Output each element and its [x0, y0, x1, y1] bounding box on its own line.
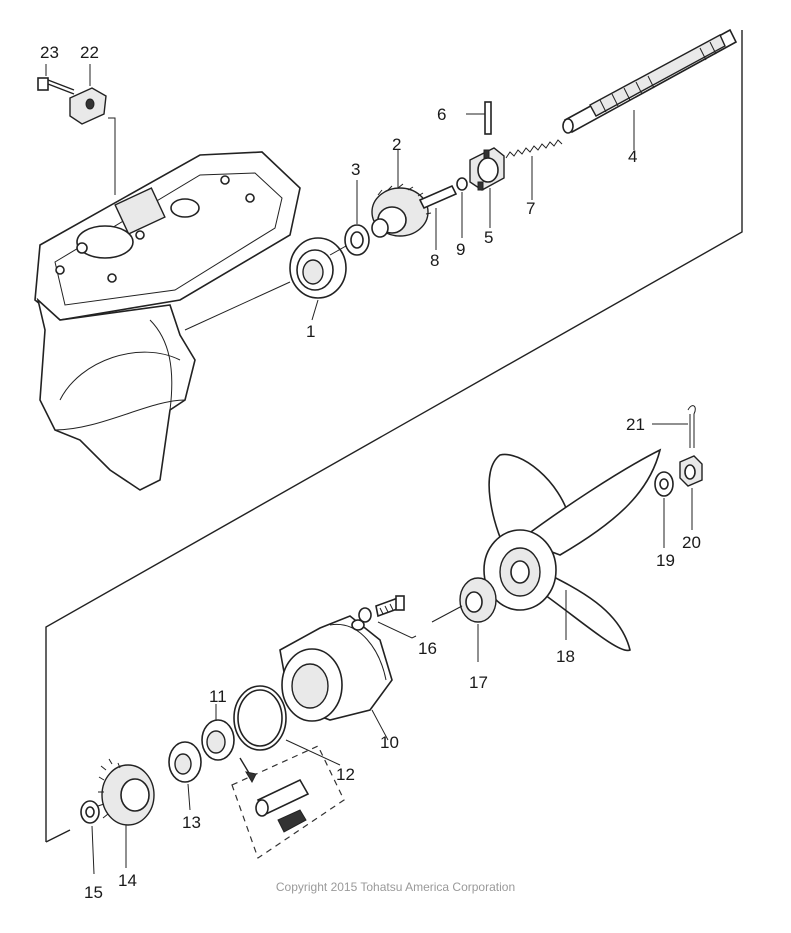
- callout-18: 18: [556, 647, 575, 666]
- part-14-gear: [97, 758, 155, 868]
- part-1-bearing: [289, 237, 347, 321]
- part-3-washer: [329, 180, 370, 256]
- part-2-gear: [371, 150, 432, 238]
- part-8-pin: [418, 184, 458, 250]
- callout-9: 9: [456, 240, 465, 259]
- callout-1: 1: [306, 322, 315, 341]
- part-6-pin: [466, 101, 492, 135]
- callout-21: 21: [626, 415, 645, 434]
- part-23-bolt: [37, 64, 75, 95]
- part-15-washer: [80, 800, 100, 875]
- callout-labels: 23 22 2 3 6 4 7 5 9 8 1 21 20 19 16 18 1…: [40, 43, 701, 902]
- inset-detail-box: [231, 745, 345, 859]
- part-5-clutch: [469, 147, 505, 228]
- part-10-bearing-carrier: [279, 615, 393, 741]
- part-19-washer: [654, 471, 674, 548]
- part-16-bolt: [358, 595, 417, 639]
- callout-22: 22: [80, 43, 99, 62]
- callout-10: 10: [380, 733, 399, 752]
- callout-13: 13: [182, 813, 201, 832]
- part-11-bearing: [201, 704, 235, 761]
- callout-20: 20: [682, 533, 701, 552]
- frame-lines: [45, 30, 743, 843]
- callout-2: 2: [392, 135, 401, 154]
- gearcase-housing: [34, 151, 301, 491]
- callout-5: 5: [484, 228, 493, 247]
- part-9-ball: [456, 177, 468, 238]
- part-13-bearing: [168, 741, 202, 811]
- callout-12: 12: [336, 765, 355, 784]
- callout-16: 16: [418, 639, 437, 658]
- callout-3: 3: [351, 160, 360, 179]
- callout-4: 4: [628, 147, 637, 166]
- callout-8: 8: [430, 251, 439, 270]
- part-20-nut: [679, 455, 703, 530]
- callout-11: 11: [209, 687, 227, 706]
- part-22-block: [69, 64, 116, 195]
- callout-7: 7: [526, 199, 535, 218]
- part-4-shaft: [562, 28, 738, 150]
- callout-23: 23: [40, 43, 59, 62]
- copyright-notice: Copyright 2015 Tohatsu America Corporati…: [275, 880, 516, 894]
- callout-14: 14: [118, 871, 137, 890]
- callout-6: 6: [437, 105, 446, 124]
- part-12-o-ring: [233, 685, 341, 766]
- callout-15: 15: [84, 883, 103, 902]
- part-18-propeller: [483, 448, 662, 652]
- part-21-cotter-pin: [652, 405, 696, 448]
- callout-17: 17: [469, 673, 488, 692]
- part-7-spring: [505, 139, 563, 200]
- callout-19: 19: [656, 551, 675, 570]
- part-17-thrust-holder: [431, 577, 497, 662]
